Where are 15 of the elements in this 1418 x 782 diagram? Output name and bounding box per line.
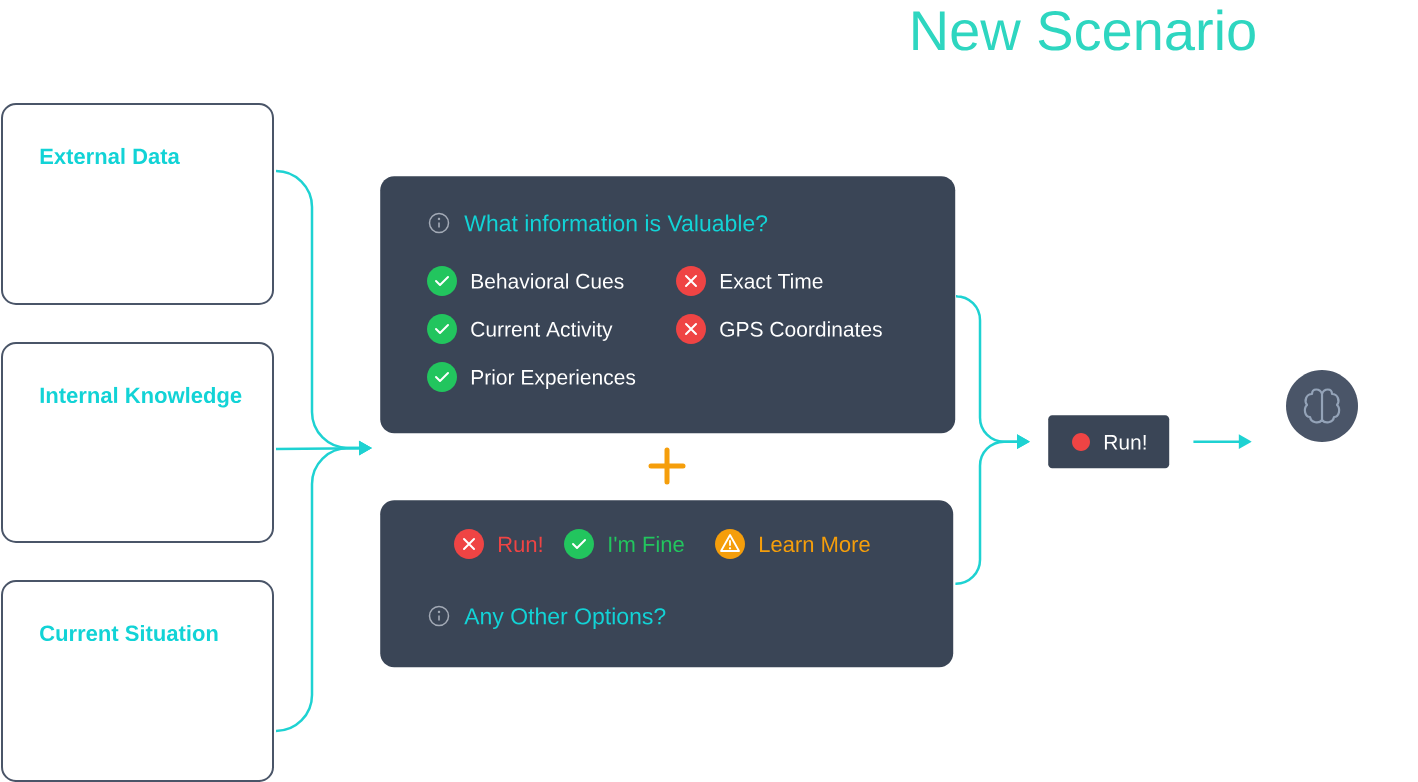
box-label: Internal Knowledge xyxy=(40,386,242,408)
option-label: Learn More xyxy=(760,536,870,553)
option-label: I'm Fine xyxy=(609,535,684,553)
prompt-text: Any Other Options? xyxy=(464,607,666,629)
list-item: Exact Time xyxy=(720,273,823,289)
list-item: Current Activity xyxy=(471,321,613,341)
box-label: External Data xyxy=(40,147,180,165)
panel-heading: What information is Valuable? xyxy=(464,214,768,232)
list-item: GPS Coordinates xyxy=(720,321,882,337)
list-item: Behavioral Cues xyxy=(471,273,624,289)
box-label: Current Situation xyxy=(40,624,218,642)
list-item: Prior Experiences xyxy=(471,369,636,389)
title: New Scenario xyxy=(913,9,1255,51)
option-label: Run! xyxy=(499,536,542,553)
button: Run! xyxy=(1048,415,1170,469)
